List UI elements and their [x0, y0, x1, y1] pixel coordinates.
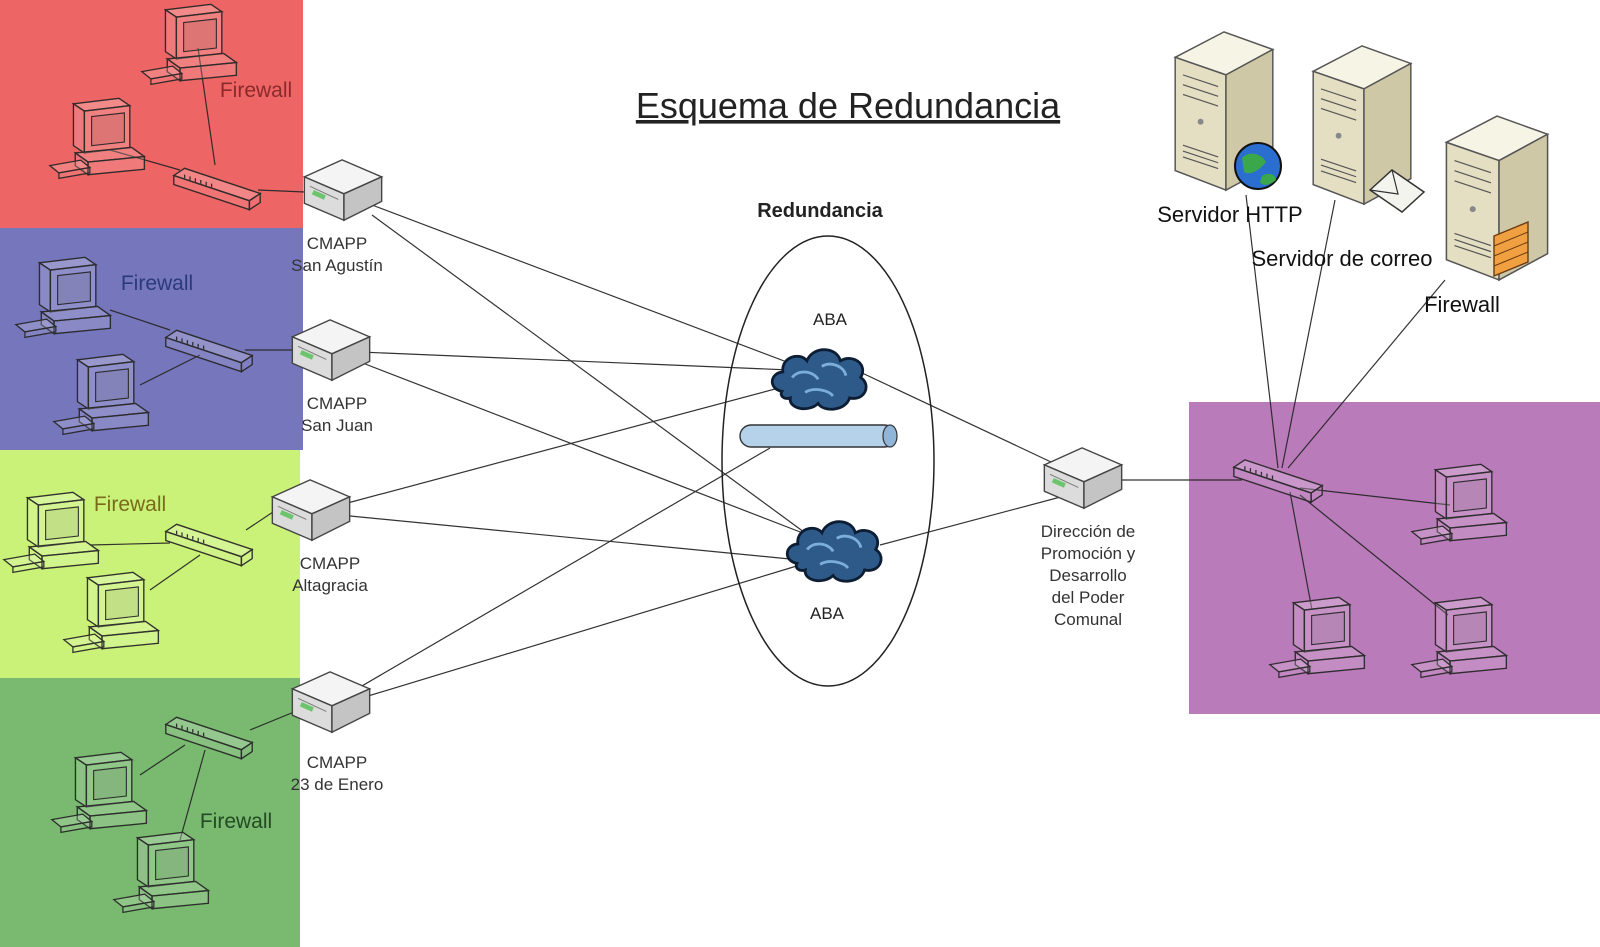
http-server: [1174, 31, 1282, 191]
site-label-line2: Altagracia: [292, 576, 368, 595]
mail-server: [1312, 45, 1426, 213]
site-label-line1: CMAPP: [307, 753, 367, 772]
firewall-label: Firewall: [94, 493, 166, 516]
router-icon: [291, 319, 371, 381]
page-title: Esquema de Redundancia: [636, 85, 1061, 126]
site-label-line1: CMAPP: [307, 394, 367, 413]
cloud-icon: [770, 348, 868, 411]
site-label-line2: 23 de Enero: [291, 775, 384, 794]
redundancy-heading: Redundancia: [757, 200, 883, 222]
router-icon: [303, 159, 383, 221]
site-label-line1: CMAPP: [307, 234, 367, 253]
http-server-label: Servidor HTTP: [1157, 202, 1302, 227]
mail-server-label: Servidor de correo: [1252, 246, 1433, 271]
firewall-server: [1445, 115, 1549, 281]
cloud-top-label: ABA: [813, 310, 848, 329]
cloud-bottom-label: ABA: [810, 604, 845, 623]
firewall-label: Firewall: [200, 810, 272, 833]
brick-wall-icon: [1493, 220, 1529, 278]
redundancy-ellipse: [721, 235, 935, 687]
router-icon: [1043, 447, 1123, 509]
hq-label-line: Comunal: [1054, 610, 1122, 629]
firewall-label: Firewall: [121, 272, 193, 295]
firewall-label: Firewall: [220, 79, 292, 102]
site-label-line1: CMAPP: [300, 554, 360, 573]
redundancy-link-pipe: [739, 424, 898, 448]
router-icon: [291, 671, 371, 733]
hq-label-line: del Poder: [1052, 588, 1125, 607]
hq-label-line: Desarrollo: [1049, 566, 1126, 585]
site-label-line2: San Juan: [301, 416, 373, 435]
hq-label-line: Promoción y: [1041, 544, 1136, 563]
site-label-line2: San Agustín: [291, 256, 383, 275]
firewall-server-label: Firewall: [1424, 292, 1500, 317]
hq-label-line: Dirección de: [1041, 522, 1136, 541]
